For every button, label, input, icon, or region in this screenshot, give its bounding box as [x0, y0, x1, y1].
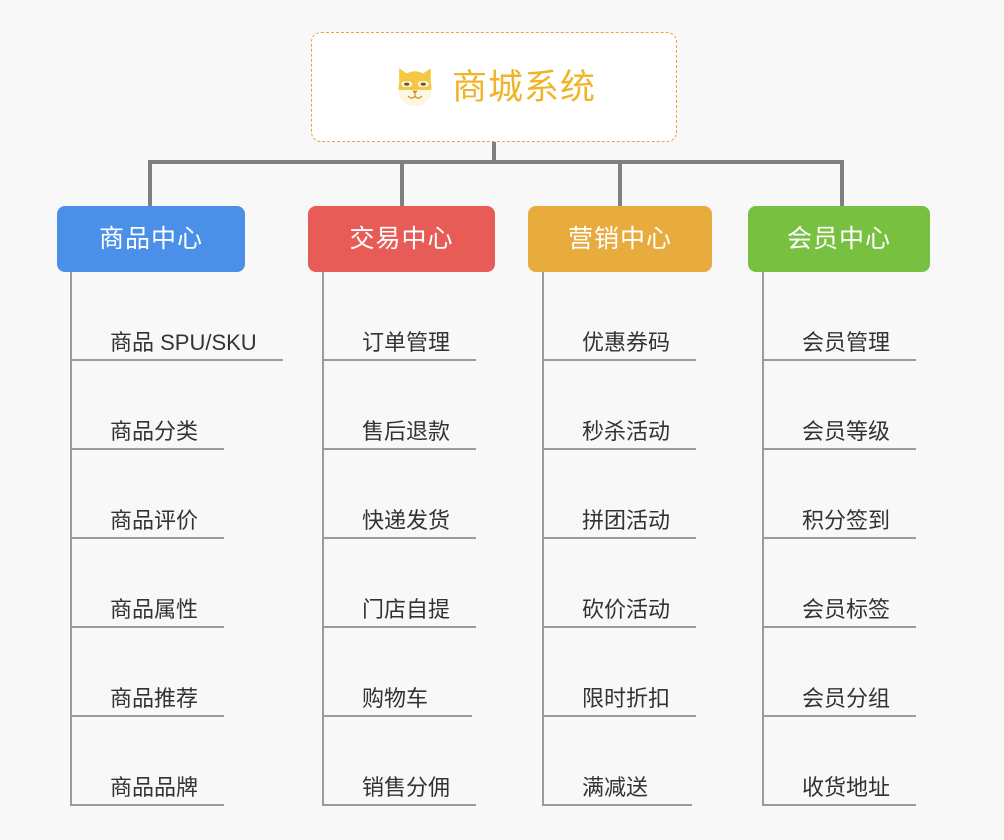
branch-spine-4: [762, 272, 764, 806]
leaf-item[interactable]: 售后退款: [322, 361, 477, 450]
leaf-label: 购物车: [362, 685, 429, 711]
leaf-item[interactable]: 限时折扣: [542, 628, 697, 717]
leaf-item[interactable]: 订单管理: [322, 272, 477, 361]
connector-drop-2: [400, 160, 404, 208]
leaf-label: 商品 SPU/SKU: [110, 329, 257, 355]
leaf-item[interactable]: 会员管理: [762, 272, 917, 361]
leaf-item[interactable]: 购物车: [322, 628, 472, 717]
leaf-item[interactable]: 优惠券码: [542, 272, 697, 361]
leaf-item[interactable]: 满减送: [542, 717, 692, 806]
leaf-item[interactable]: 会员标签: [762, 539, 917, 628]
leaf-label: 秒杀活动: [582, 418, 671, 444]
leaf-label: 商品品牌: [110, 774, 199, 800]
category-box-4[interactable]: 会员中心: [748, 206, 930, 272]
leaf-label: 售后退款: [362, 418, 451, 444]
branch-column-3: 优惠券码 秒杀活动 拼团活动 砍价活动 限时折扣 满减送: [542, 272, 697, 806]
leaf-label: 拼团活动: [582, 507, 671, 533]
root-node-shopping-mall-system[interactable]: 商城系统: [311, 32, 677, 142]
branch-column-2: 订单管理 售后退款 快递发货 门店自提 购物车 销售分佣: [322, 272, 477, 806]
leaf-item[interactable]: 收货地址: [762, 717, 917, 806]
leaf-item[interactable]: 商品分类: [70, 361, 225, 450]
leaf-item[interactable]: 商品评价: [70, 450, 225, 539]
category-box-2[interactable]: 交易中心: [308, 206, 495, 272]
leaf-label: 订单管理: [362, 329, 451, 355]
leaf-item[interactable]: 拼团活动: [542, 450, 697, 539]
connector-root-trunk: [492, 142, 496, 164]
branch-column-4: 会员管理 会员等级 积分签到 会员标签 会员分组 收货地址: [762, 272, 917, 806]
branch-column-1: 商品 SPU/SKU 商品分类 商品评价 商品属性 商品推荐 商品品牌: [70, 272, 283, 806]
category-box-1[interactable]: 商品中心: [57, 206, 245, 272]
leaf-item[interactable]: 商品推荐: [70, 628, 225, 717]
category-box-3[interactable]: 营销中心: [528, 206, 712, 272]
leaf-item[interactable]: 积分签到: [762, 450, 917, 539]
leaf-item[interactable]: 商品属性: [70, 539, 225, 628]
leaf-label: 会员等级: [802, 418, 891, 444]
leaf-label: 商品分类: [110, 418, 199, 444]
leaf-label: 会员分组: [802, 685, 891, 711]
connector-drop-3: [618, 160, 622, 208]
leaf-label: 会员管理: [802, 329, 891, 355]
leaf-label: 商品属性: [110, 596, 199, 622]
category-label-4: 会员中心: [786, 224, 891, 253]
leaf-label: 收货地址: [802, 774, 891, 800]
leaf-label: 限时折扣: [582, 685, 671, 711]
category-label-3: 营销中心: [567, 224, 672, 253]
leaf-label: 销售分佣: [362, 774, 451, 800]
leaf-label: 快递发货: [362, 507, 451, 533]
leaf-label: 商品评价: [110, 507, 199, 533]
leaf-label: 砍价活动: [582, 596, 671, 622]
leaf-item[interactable]: 会员分组: [762, 628, 917, 717]
leaf-item[interactable]: 销售分佣: [322, 717, 477, 806]
branch-spine-2: [322, 272, 324, 806]
branch-spine-3: [542, 272, 544, 806]
leaf-item[interactable]: 秒杀活动: [542, 361, 697, 450]
leaf-label: 满减送: [582, 774, 649, 800]
leaf-label: 门店自提: [362, 596, 451, 622]
category-label-1: 商品中心: [98, 224, 203, 253]
leaf-label: 积分签到: [802, 507, 891, 533]
leaf-item[interactable]: 门店自提: [322, 539, 477, 628]
shiba-dog-icon: [398, 68, 432, 107]
branch-spine-1: [70, 272, 72, 806]
root-title: 商城系统: [451, 67, 596, 107]
leaf-label: 商品推荐: [110, 685, 199, 711]
connector-horizontal-bus: [148, 160, 844, 164]
category-label-2: 交易中心: [349, 224, 454, 253]
connector-drop-4: [840, 160, 844, 208]
leaf-item[interactable]: 商品品牌: [70, 717, 225, 806]
leaf-item[interactable]: 商品 SPU/SKU: [70, 272, 283, 361]
leaf-label: 会员标签: [802, 596, 891, 622]
leaf-item[interactable]: 砍价活动: [542, 539, 697, 628]
leaf-label: 优惠券码: [582, 329, 671, 355]
connector-drop-1: [148, 160, 152, 208]
leaf-item[interactable]: 快递发货: [322, 450, 477, 539]
leaf-item[interactable]: 会员等级: [762, 361, 917, 450]
